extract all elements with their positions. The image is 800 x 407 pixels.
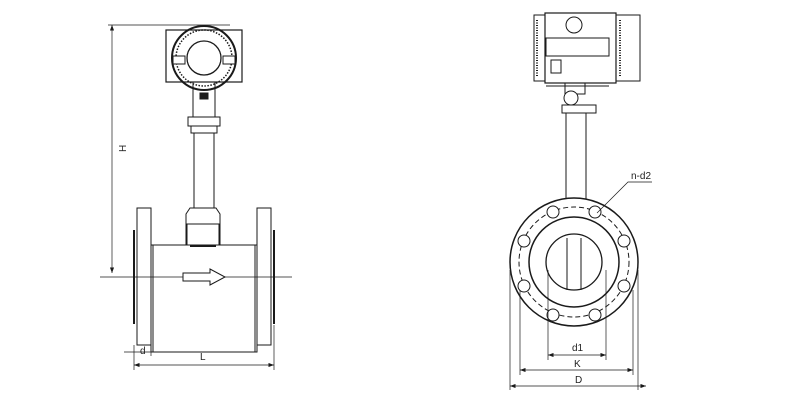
bolt-circle-label: K bbox=[574, 359, 581, 370]
bore-label: d1 bbox=[572, 343, 584, 354]
side-view bbox=[100, 24, 292, 370]
bolt-hole bbox=[546, 308, 560, 322]
bolt-hole bbox=[588, 308, 602, 322]
bolt-hole bbox=[546, 205, 560, 219]
bolt-hole bbox=[617, 234, 631, 248]
transmitter-head bbox=[165, 25, 243, 100]
front-view bbox=[509, 12, 652, 390]
flange-thickness-label: d bbox=[140, 346, 146, 357]
left-flange bbox=[136, 207, 152, 346]
flange-diameter-label: D bbox=[575, 375, 582, 386]
bolt-holes bbox=[517, 205, 631, 322]
length-label: L bbox=[200, 352, 206, 363]
flow-direction-arrow-icon bbox=[182, 268, 227, 286]
transmitter-housing bbox=[533, 12, 641, 87]
bolt-hole bbox=[517, 234, 531, 248]
bolt-hole bbox=[617, 279, 631, 293]
right-flange bbox=[256, 207, 272, 346]
bolt-circle bbox=[518, 206, 630, 318]
bolt-holes-label: n-d2 bbox=[631, 171, 651, 182]
bolt-hole bbox=[588, 205, 602, 219]
bolt-hole bbox=[517, 279, 531, 293]
height-label: H bbox=[118, 145, 129, 152]
